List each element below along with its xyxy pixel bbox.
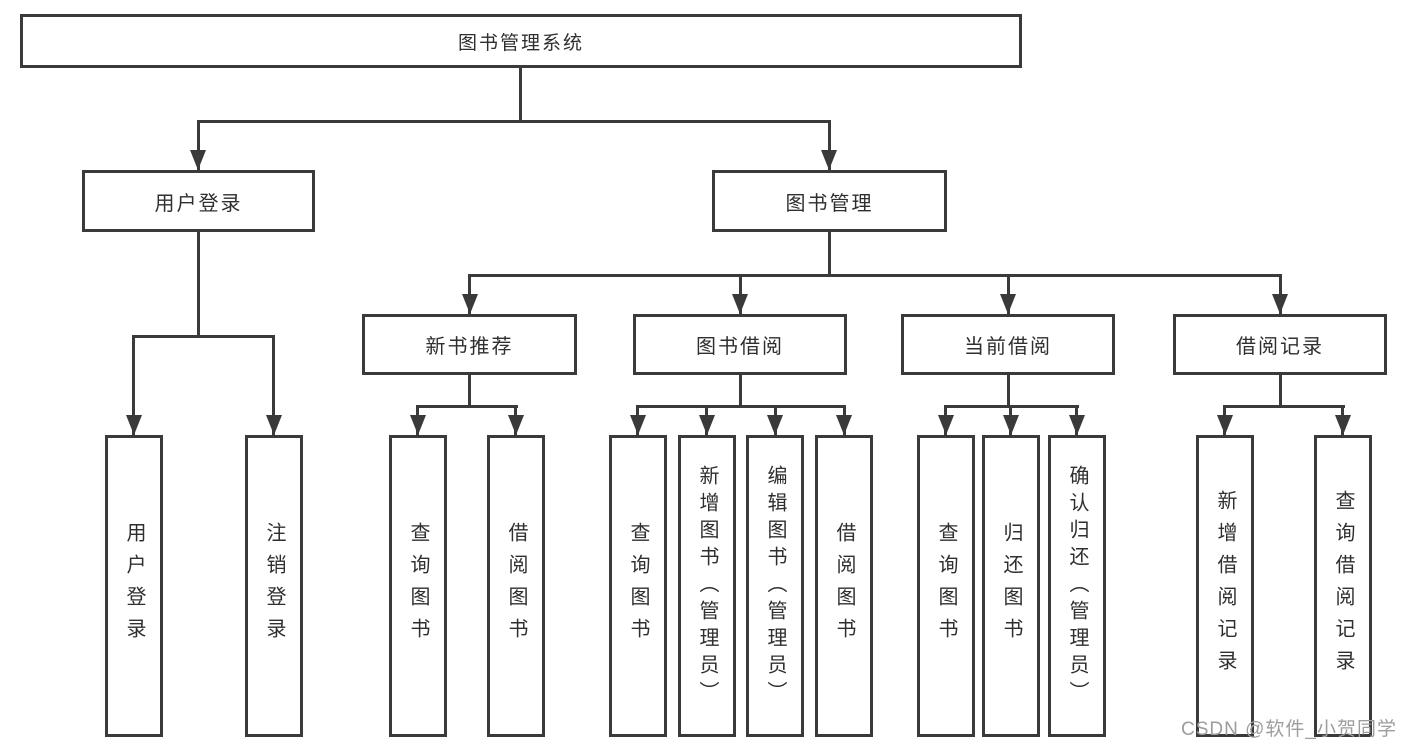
node-label: 新书推荐 — [425, 336, 514, 358]
connector-arrowhead-icon — [630, 415, 646, 435]
connector-line — [828, 120, 831, 170]
leaf-label: 确认归还（管理员） — [1066, 464, 1088, 708]
node-label: 借阅记录 — [1236, 336, 1324, 358]
connector-line — [519, 68, 522, 123]
connector-arrowhead-icon — [266, 415, 282, 435]
leaf-borrow-books-newbook: 借阅图书 — [487, 435, 545, 737]
leaf-borrow-books: 借阅图书 — [815, 435, 873, 737]
connector-line — [636, 405, 846, 408]
connector-arrowhead-icon — [1217, 415, 1233, 435]
node-book-management: 图书管理 — [712, 170, 947, 232]
connector-line — [1223, 405, 1345, 408]
connector-line — [197, 120, 831, 123]
connector-line — [828, 232, 831, 277]
watermark: CSDN @软件_小贺同学 — [1181, 719, 1397, 740]
leaf-confirm-return-admin: 确认归还（管理员） — [1048, 435, 1106, 737]
node-borrow-records: 借阅记录 — [1173, 314, 1387, 375]
connector-line — [468, 274, 1282, 277]
connector-arrowhead-icon — [836, 415, 852, 435]
leaf-label: 新增图书（管理员） — [696, 464, 718, 708]
connector-arrowhead-icon — [410, 415, 426, 435]
leaf-label: 用户登录 — [123, 522, 145, 650]
connector-arrowhead-icon — [1003, 415, 1019, 435]
leaf-label: 查询图书 — [407, 522, 429, 650]
connector-line — [132, 335, 275, 338]
node-label: 用户登录 — [154, 192, 243, 215]
leaf-label: 借阅图书 — [833, 522, 855, 650]
connector-line — [272, 335, 275, 435]
connector-arrowhead-icon — [462, 294, 478, 314]
leaf-return-books: 归还图书 — [982, 435, 1040, 737]
node-library-management-system: 图书管理系统 — [20, 14, 1022, 68]
connector-arrowhead-icon — [126, 415, 142, 435]
connector-arrowhead-icon — [821, 150, 837, 170]
connector-arrowhead-icon — [767, 415, 783, 435]
node-book-borrow: 图书借阅 — [633, 314, 847, 375]
connector-arrowhead-icon — [1069, 415, 1085, 435]
node-label: 图书借阅 — [696, 336, 784, 358]
leaf-query-borrow-record: 查询借阅记录 — [1314, 435, 1372, 737]
node-label: 图书管理系统 — [457, 32, 584, 54]
connector-arrowhead-icon — [508, 415, 524, 435]
node-label: 图书管理 — [785, 192, 874, 215]
connector-arrowhead-icon — [190, 150, 206, 170]
leaf-label: 归还图书 — [1000, 522, 1022, 650]
leaf-query-books-newbook: 查询图书 — [389, 435, 447, 737]
connector-arrowhead-icon — [938, 415, 954, 435]
leaf-user-login: 用户登录 — [105, 435, 163, 737]
connector-arrowhead-icon — [732, 294, 748, 314]
connector-line — [1279, 375, 1282, 407]
connector-arrowhead-icon — [1272, 294, 1288, 314]
connector-line — [416, 405, 518, 408]
connector-line — [739, 375, 742, 407]
connector-line — [468, 375, 471, 407]
leaf-add-books-admin: 新增图书（管理员） — [678, 435, 736, 737]
connector-arrowhead-icon — [1000, 294, 1016, 314]
leaf-label: 查询借阅记录 — [1332, 490, 1354, 682]
leaf-label: 查询图书 — [627, 522, 649, 650]
node-user-login: 用户登录 — [82, 170, 315, 232]
node-label: 当前借阅 — [964, 336, 1052, 358]
leaf-query-books-current: 查询图书 — [917, 435, 975, 737]
connector-arrowhead-icon — [699, 415, 715, 435]
leaf-label: 查询图书 — [935, 522, 957, 650]
leaf-label: 新增借阅记录 — [1214, 490, 1236, 682]
leaf-label: 编辑图书（管理员） — [764, 464, 786, 708]
connector-line — [197, 120, 200, 170]
leaf-label: 注销登录 — [263, 522, 285, 650]
leaf-logout-login: 注销登录 — [245, 435, 303, 737]
leaf-add-borrow-record: 新增借阅记录 — [1196, 435, 1254, 737]
connector-line — [197, 232, 200, 337]
node-current-borrow: 当前借阅 — [901, 314, 1115, 375]
node-new-book-recommend: 新书推荐 — [362, 314, 577, 375]
connector-line — [132, 335, 135, 435]
leaf-edit-books-admin: 编辑图书（管理员） — [746, 435, 804, 737]
connector-line — [1007, 375, 1010, 407]
leaf-query-books-borrow: 查询图书 — [609, 435, 667, 737]
connector-arrowhead-icon — [1335, 415, 1351, 435]
leaf-label: 借阅图书 — [505, 522, 527, 650]
